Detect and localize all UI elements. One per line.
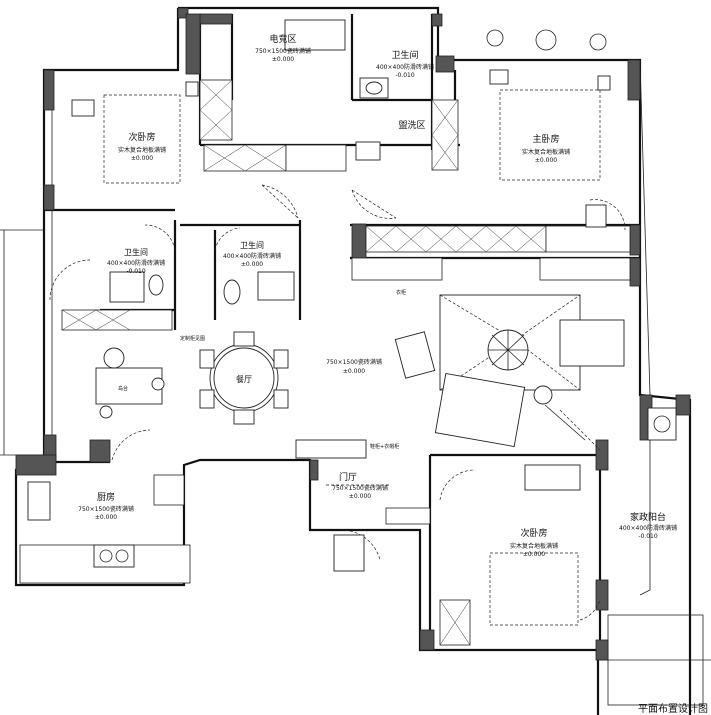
label-living: 750×1500瓷砖满铺 ±0.000 [326,358,382,375]
drawing-caption: 平面布置设计图 [638,702,708,715]
room-name: 卫生间 [391,49,418,61]
label-balcony: 家政阳台 400×400防滑砖满铺 -0.010 [619,511,677,540]
label-kitchen: 厨房 750×1500瓷砖满铺 ±0.000 [78,491,134,521]
label-entrance: 门厅 750×1500瓷砖满铺 ±0.000 [332,471,388,500]
bed-secondary-nw [71,81,199,184]
label-secondary-bedroom-se: 次卧房 实木复合地板满铺 ±0.000 [510,527,558,558]
room-level: -0.010 [126,268,146,275]
label-bathroom-left: 卫生间 400×400防滑砖满铺 -0.010 [107,247,165,275]
room-floor: 750×1500瓷砖满铺 [326,358,382,366]
room-floor: 400×400防滑砖满铺 [107,259,165,267]
room-level: ±0.000 [241,261,263,268]
shoe-cabinet-note: 鞋柜+衣帽柜 [370,443,399,450]
room-name: 卫生间 [124,247,148,257]
wardrobe-note: 衣柜 [396,289,406,296]
kitchen-fixtures [27,481,135,568]
bed-master [489,69,611,228]
room-level: ±0.000 [95,514,117,521]
label-secondary-bedroom-nw: 次卧房 实木复合地板满铺 ±0.000 [118,131,166,162]
room-name: 卫生间 [240,240,264,250]
room-floor: 750×1500瓷砖满铺 [78,505,134,513]
room-level: -0.010 [395,72,415,79]
room-name: 电竞区 [269,33,296,45]
room-name: 家政阳台 [630,511,666,523]
room-floor: 400×400防滑砖满铺 [376,63,434,71]
structural-columns [15,7,691,661]
bathroom-fixtures [109,19,389,305]
room-floor: 400×400防滑砖满铺 [619,524,677,532]
room-level: ±0.000 [343,368,365,375]
label-bathroom-mid: 卫生间 400×400防滑砖满铺 ±0.000 [223,240,281,268]
room-name: 门厅 [339,471,357,483]
room-name: 盥洗区 [398,119,425,131]
balcony-fixtures [647,407,677,441]
room-floor: 400×400防滑砖满铺 [223,252,281,260]
room-floor: 750×1500瓷砖满铺 [332,484,388,492]
label-appliance-area: 电竞区 750×1500瓷砖满铺 ±0.000 [255,33,311,63]
room-floor: 实木复合地板满铺 [522,148,570,156]
built-in-cabinets [19,79,631,646]
room-level: ±0.000 [535,157,557,164]
label-dining: 餐厅 [236,375,252,384]
room-name: 主卧房 [532,133,559,145]
room-level: ±0.000 [272,56,294,63]
label-bathroom-top: 卫生间 400×400防滑砖满铺 -0.010 [376,49,434,79]
sofa-area [394,294,625,448]
door-swings [49,184,626,621]
room-level: -0.010 [638,533,658,540]
label-master-bedroom: 主卧房 实木复合地板满铺 ±0.000 [522,133,570,164]
room-name: 次卧房 [520,527,547,539]
room-floor: 实木复合地板满铺 [118,146,166,154]
entrance-fixtures [295,439,390,572]
dining-table [199,331,289,425]
island [95,347,165,419]
room-name: 厨房 [97,491,115,503]
room-level: ±0.000 [349,493,371,500]
room-name: 餐厅 [236,375,252,384]
room-level: ±0.000 [131,155,153,162]
room-level: ±0.000 [523,551,545,558]
room-floor: 750×1500瓷砖满铺 [255,47,311,55]
top-ornaments [486,29,607,51]
island-note: 岛台 [118,385,128,392]
bed-secondary-se [489,464,581,626]
room-floor: 实木复合地板满铺 [510,542,558,550]
cabinet-note: 定制柜见图 [180,335,205,342]
label-wash-area: 盥洗区 [398,119,425,131]
room-name: 次卧房 [128,131,155,143]
